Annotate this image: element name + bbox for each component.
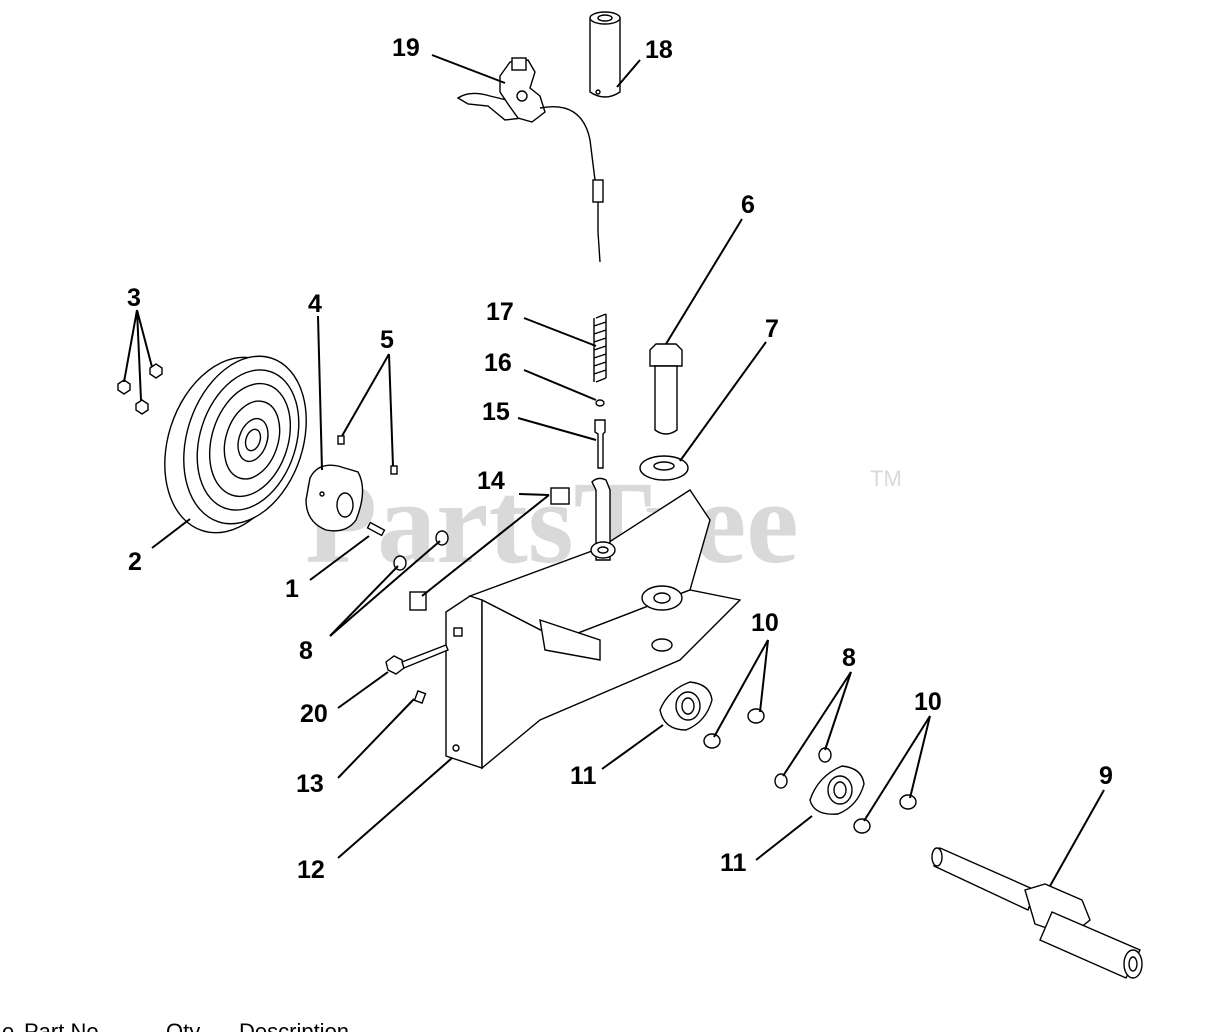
part-11-bearing-upper [659,681,713,731]
callout-16: 16 [484,349,512,377]
callout-7: 7 [765,315,779,343]
callout-8-right: 8 [842,644,856,672]
callout-15: 15 [482,398,510,426]
part-10-bolts-lower [853,794,917,834]
callout-labels: 19 18 6 7 17 16 15 14 3 4 5 2 1 8 20 13 … [127,34,1113,884]
part-4-hub [305,464,364,532]
leader-lines [123,54,1105,887]
part-13-screw [413,690,427,704]
callout-12: 12 [297,856,325,884]
part-19-clutch-lever [456,57,604,263]
callout-20: 20 [300,700,328,728]
callout-4: 4 [308,290,322,318]
part-9-shaft [931,847,1143,979]
part-5-set-screws [337,435,398,475]
part-10-bolts-upper [703,708,765,749]
part-7-washer [639,455,689,481]
part-3-screws [117,363,163,415]
part-6-bolt [649,343,683,435]
part-11-bearing-lower [809,765,865,815]
callout-11-lower: 11 [720,849,747,877]
part-16-ball [595,399,605,407]
trademark: TM [870,466,902,491]
ref-header: e [2,1019,15,1032]
part-17-spring [593,313,607,383]
part-14-clip-nuts [409,487,570,611]
part-no-header: Part No [24,1019,99,1032]
callout-3: 3 [127,284,141,312]
callout-11-upper: 11 [570,762,597,790]
parts-table-header: e Part No Qty Description [0,1018,1209,1032]
part-15-pin [594,419,606,469]
part-12-bracket [445,477,742,770]
part-1-key [366,521,386,537]
part-2-pulley [164,355,307,534]
callout-18: 18 [645,36,673,64]
callout-2: 2 [128,548,142,576]
callout-14: 14 [477,467,505,495]
qty-header: Qty [166,1019,201,1032]
callout-10-lower: 10 [914,688,942,716]
callout-1: 1 [285,575,299,603]
callout-17: 17 [486,298,514,326]
callout-8-left: 8 [299,637,313,665]
callout-10-upper: 10 [751,609,779,637]
callout-19: 19 [392,34,420,62]
part-18-tube [589,11,621,98]
description-header: Description [239,1019,350,1032]
callout-5: 5 [380,326,394,354]
part-20-bolt [385,644,449,675]
callout-6: 6 [741,191,755,219]
callout-13: 13 [296,770,324,798]
callout-9: 9 [1099,762,1113,790]
